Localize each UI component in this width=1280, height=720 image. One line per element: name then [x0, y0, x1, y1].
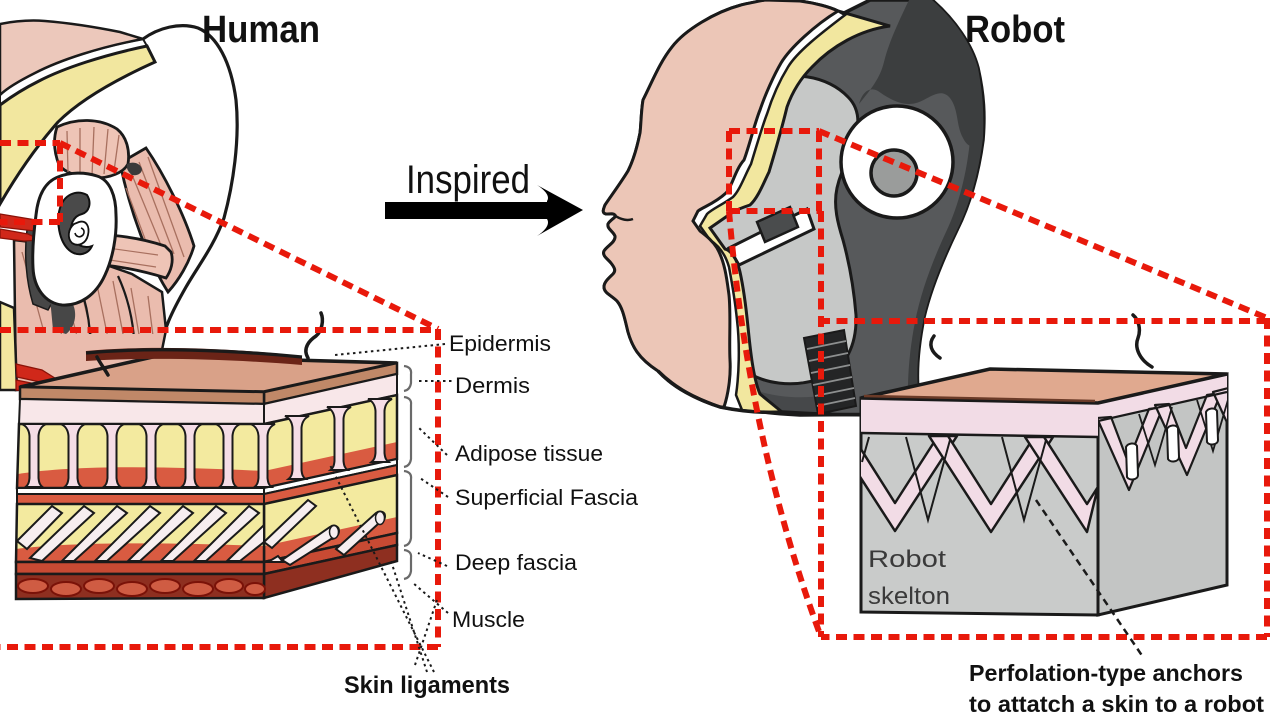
svg-text:Inspired: Inspired [406, 158, 530, 202]
svg-text:Perfolation-type anchors: Perfolation-type anchors [969, 660, 1243, 686]
svg-text:Muscle: Muscle [452, 607, 525, 632]
svg-text:Robot: Robot [965, 9, 1065, 51]
svg-text:Dermis: Dermis [455, 373, 530, 398]
svg-text:Human: Human [202, 9, 320, 51]
svg-text:Adipose tissue: Adipose tissue [455, 441, 603, 466]
svg-text:Robot: Robot [868, 546, 946, 573]
svg-text:to attatch a skin to a robot: to attatch a skin to a robot [969, 691, 1264, 717]
svg-text:Deep fascia: Deep fascia [455, 550, 578, 575]
svg-text:Skin ligaments: Skin ligaments [344, 672, 510, 699]
svg-text:Epidermis: Epidermis [449, 331, 551, 356]
svg-text:skelton: skelton [868, 583, 950, 610]
svg-text:Superficial Fascia: Superficial Fascia [455, 485, 639, 510]
